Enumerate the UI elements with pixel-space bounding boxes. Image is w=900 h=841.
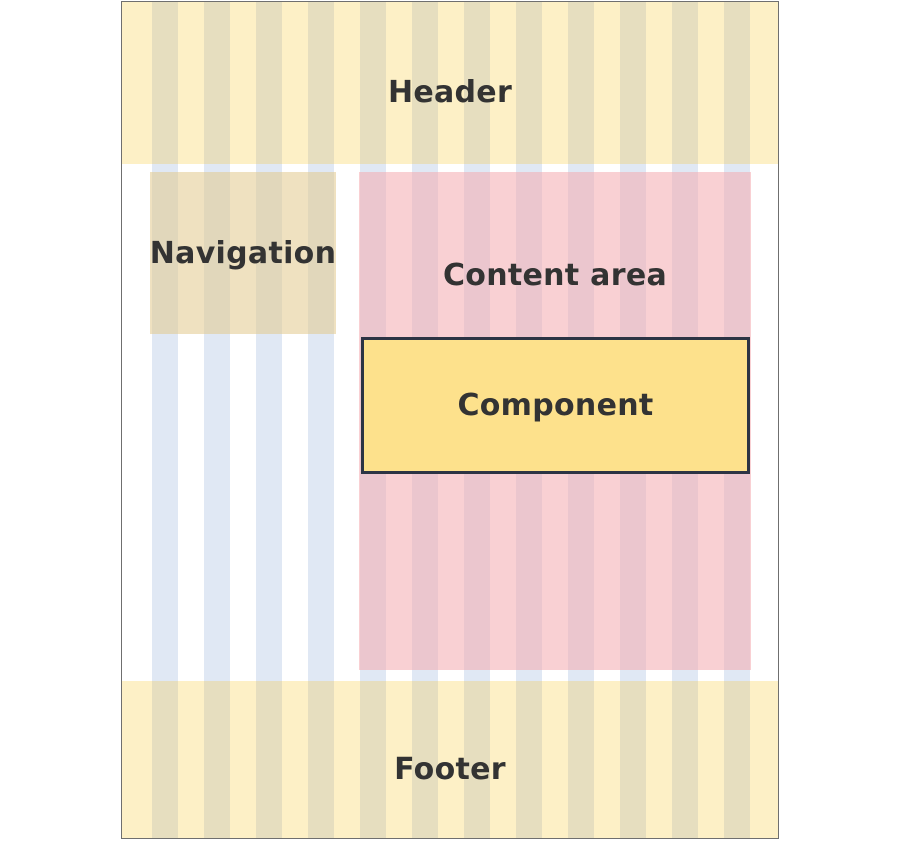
grid-column-stripe [412, 2, 438, 164]
grid-column-stripe [516, 681, 542, 838]
grid-column-stripe [568, 2, 594, 164]
navigation-region: Navigation [150, 172, 336, 334]
footer-grid-columns [122, 681, 778, 838]
grid-column-stripe [516, 2, 542, 164]
grid-column-stripe [204, 2, 230, 164]
grid-column-stripe [308, 681, 334, 838]
grid-column-stripe [620, 681, 646, 838]
grid-column-stripe [152, 2, 178, 164]
grid-column-stripe [360, 2, 386, 164]
grid-column-stripe [672, 681, 698, 838]
grid-column-stripe [724, 681, 750, 838]
grid-column-stripe [360, 681, 386, 838]
grid-column-stripe [256, 2, 282, 164]
grid-column-stripe [152, 681, 178, 838]
grid-column-stripe [672, 2, 698, 164]
grid-column-stripe [464, 2, 490, 164]
component-label: Component [457, 388, 654, 423]
grid-column-stripe [204, 681, 230, 838]
component-region: Component [361, 337, 750, 474]
header-region: Header [122, 2, 778, 164]
grid-column-stripe [568, 681, 594, 838]
header-label: Header [387, 74, 513, 110]
grid-column-stripe [724, 2, 750, 164]
header-grid-columns [122, 2, 778, 164]
layout-frame: Header Navigation Content area Component… [121, 1, 779, 839]
grid-column-stripe [412, 681, 438, 838]
grid-column-stripe [256, 681, 282, 838]
grid-column-stripe [308, 2, 334, 164]
content-area-label: Content area [442, 258, 668, 293]
footer-label: Footer [394, 751, 506, 787]
grid-column-stripe [464, 681, 490, 838]
grid-column-stripe [620, 2, 646, 164]
navigation-label: Navigation [149, 235, 337, 271]
footer-region: Footer [122, 681, 778, 838]
